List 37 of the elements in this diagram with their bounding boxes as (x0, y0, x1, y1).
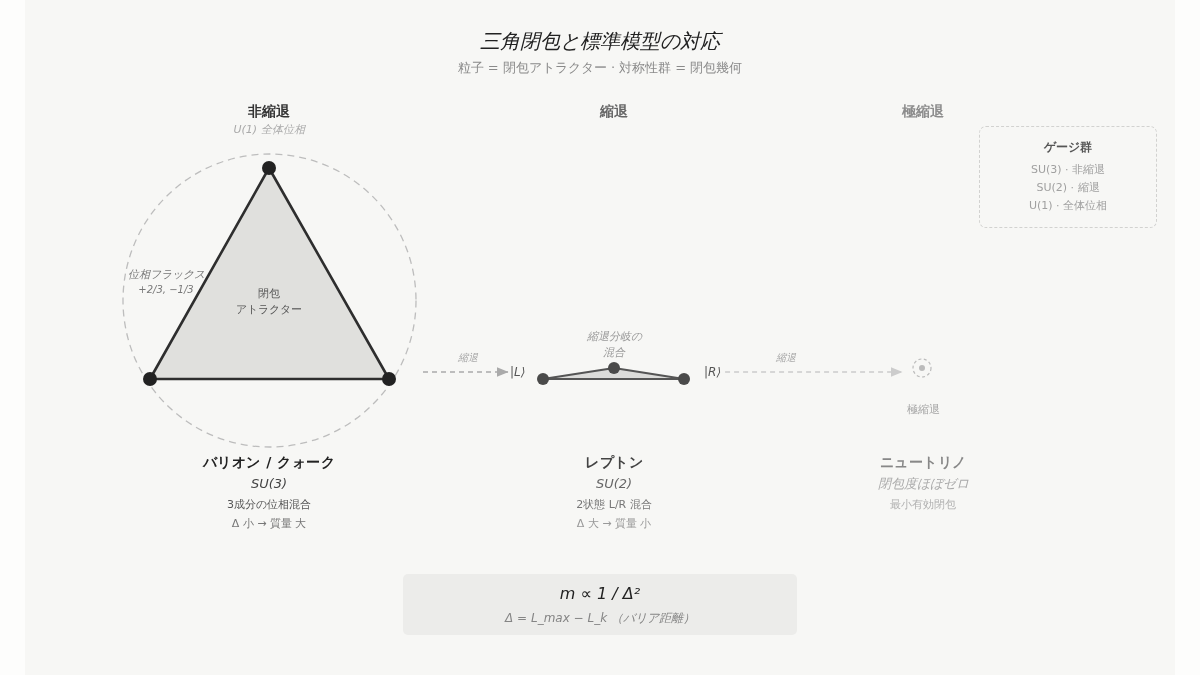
panel-line: SU(3) · 非縮退 (1030, 162, 1106, 178)
dashed-circle (122, 153, 417, 448)
ket-label: |L⟩ (510, 364, 526, 380)
symmetry-group: SU(3) (250, 475, 288, 493)
symmetry-group: 閉包度ほぼゼロ (877, 475, 969, 493)
shape-caption: 極縮退 (906, 402, 940, 418)
mass-relation: Δ 小 → 質量 大 (231, 516, 307, 532)
particle-name: レプトン (585, 452, 643, 472)
dashed-arrow (422, 367, 509, 377)
description-text: 3成分の位相混合 (227, 497, 311, 513)
formula-note: Δ = L_max − L_k （バリア距離） (505, 609, 695, 626)
annotation-text: +2/3, −1/3 (138, 282, 194, 296)
column-subheading: U(1) 全体位相 (233, 122, 305, 138)
description-text: 2状態 L/R 混合 (576, 497, 652, 513)
edge-label: 縮退 (774, 350, 798, 364)
edge-label: 縮退 (456, 350, 480, 364)
particle-name: バリオン / クォーク (202, 452, 336, 472)
formula-text: m ∝ 1 / Δ² (559, 583, 641, 604)
subtitle: 粒子 = 閉包アトラクター · 対称性群 = 閉包幾何 (457, 59, 743, 77)
dashed-arrow (724, 367, 903, 377)
panel-line: U(1) · 全体位相 (1028, 198, 1108, 214)
symmetry-group: SU(2) (595, 475, 633, 493)
ring-dot-marker (912, 358, 932, 378)
mass-relation: Δ 大 → 質量 小 (576, 516, 652, 532)
note-panel (979, 126, 1157, 228)
panel-heading: ゲージ群 (1044, 139, 1092, 155)
annotation-text: 位相フラックス (127, 267, 205, 283)
ket-label: |R⟩ (704, 364, 722, 380)
description-text: 最小有効閉包 (890, 497, 956, 513)
shape-caption: 縮退分岐の混合 (585, 329, 643, 361)
flat-triangle-shape (537, 361, 691, 386)
shape-label: 閉包アトラクター (235, 286, 303, 318)
column-heading: 非縮退 (248, 101, 290, 121)
particle-name: ニュートリノ (879, 452, 967, 472)
panel-line: SU(2) · 縮退 (1036, 180, 1100, 196)
column-heading: 極縮退 (902, 101, 944, 121)
column-heading: 縮退 (600, 101, 628, 121)
